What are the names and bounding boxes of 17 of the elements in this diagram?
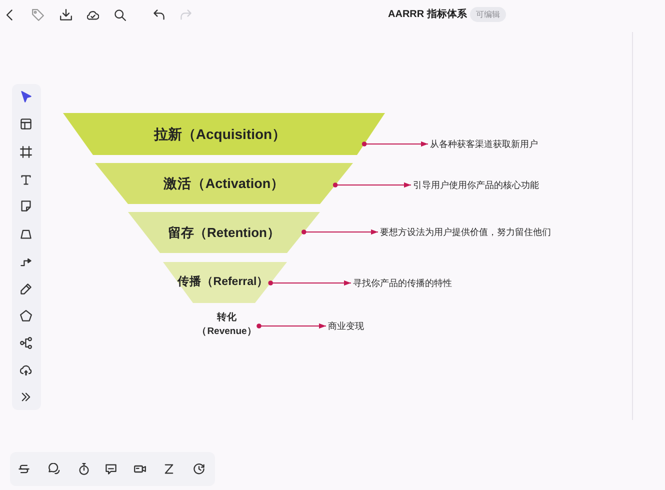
arrow <box>268 280 352 286</box>
arrow <box>362 141 428 147</box>
arrow <box>332 182 412 188</box>
arrow <box>256 323 326 329</box>
funnel-band: 传播（Referral） <box>163 262 287 303</box>
status-badge: 可编辑 <box>470 7 506 22</box>
description-text: 从各种获客渠道获取新用户 <box>430 138 538 150</box>
description-text: 寻找你产品的传播的特性 <box>353 278 452 288</box>
arrow <box>302 229 378 235</box>
stage-label: 转化（Revenue） <box>196 311 258 339</box>
description-text: 商业变现 <box>328 320 364 332</box>
funnel-band: 拉新（Acquisition） <box>63 113 385 155</box>
description-text: 要想方设法为用户提供价值，努力留住他们 <box>380 226 551 238</box>
description-text: 引导用户使用你产品的核心功能 <box>413 180 539 190</box>
funnel-band: 激活（Activation） <box>95 163 353 204</box>
funnel-band: 留存（Retention） <box>128 212 320 253</box>
document-title: AARRR 指标体系 <box>388 8 467 21</box>
